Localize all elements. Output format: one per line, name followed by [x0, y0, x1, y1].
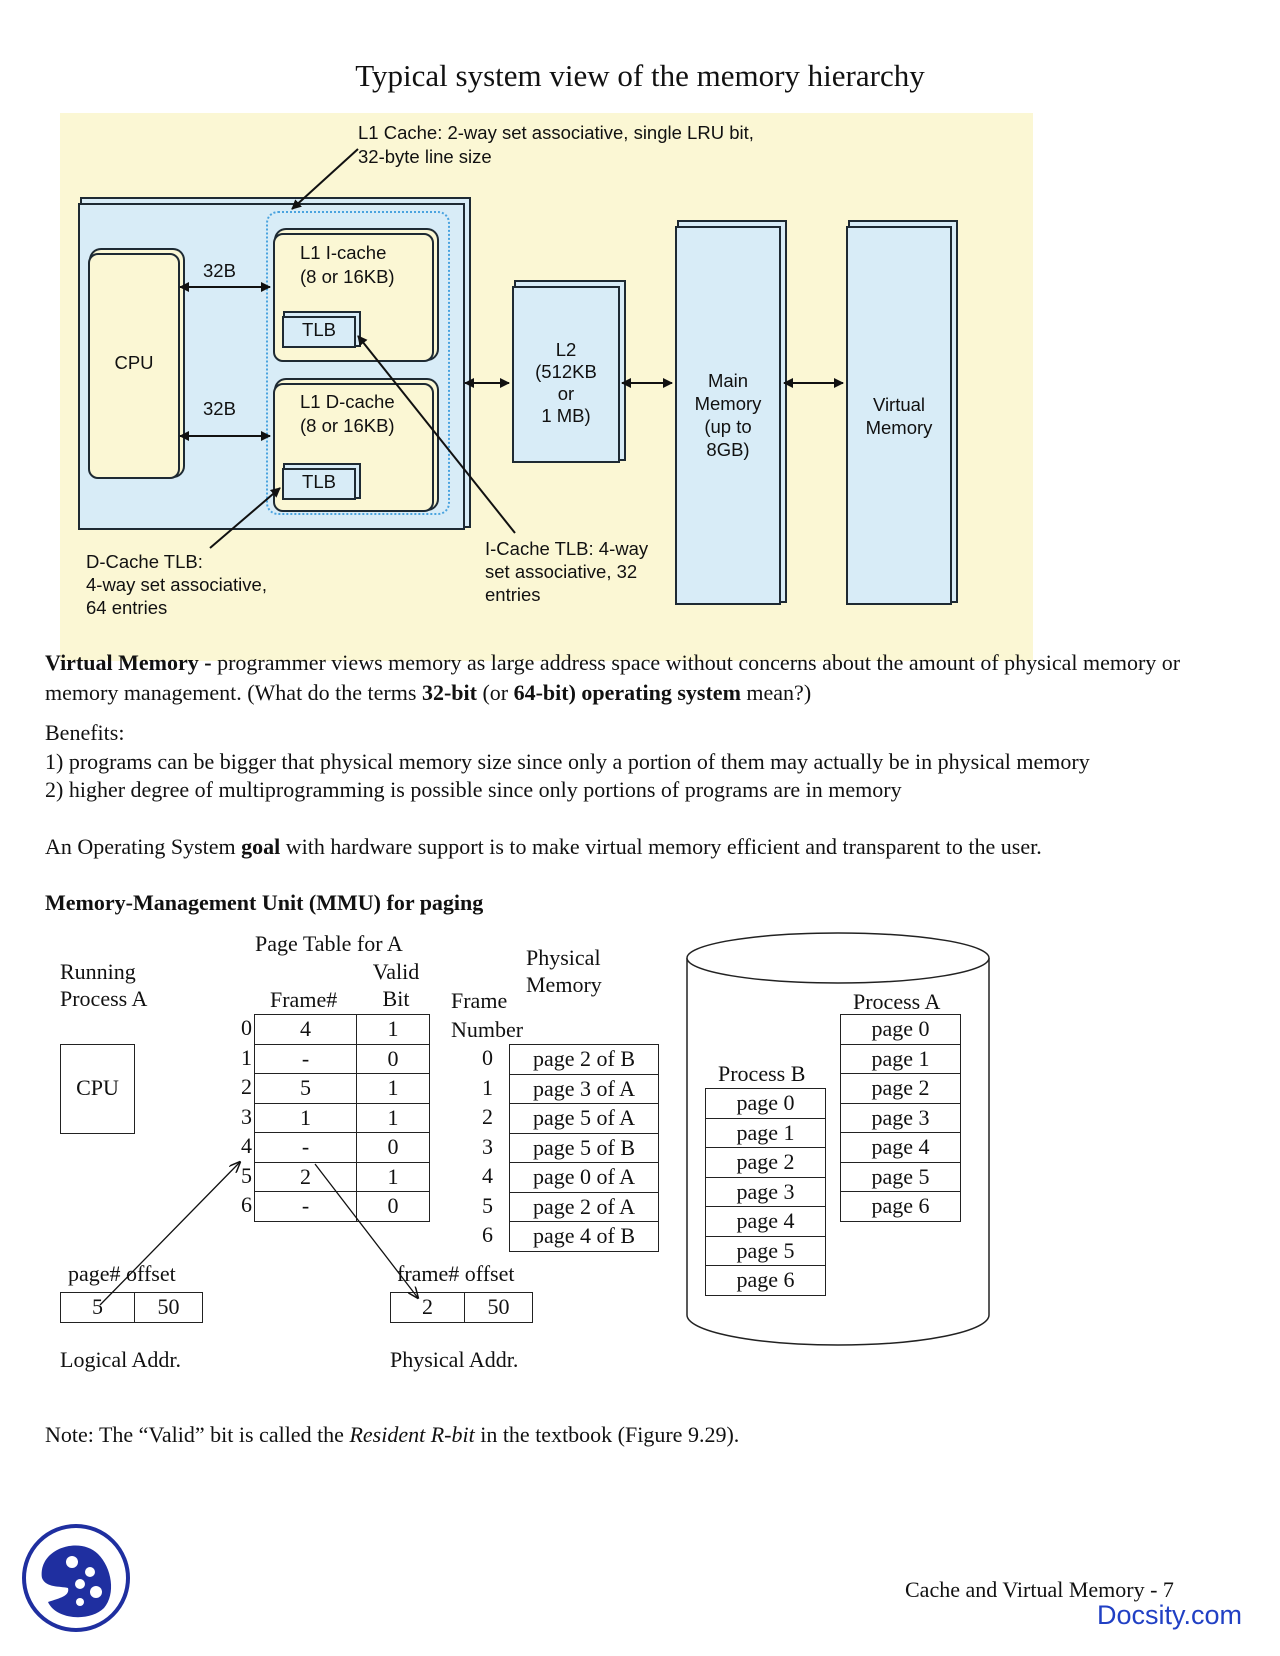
memory-hierarchy-diagram: CPU L1 I-cache(8 or 16KB) TLB L1 D-cache… — [60, 113, 1033, 661]
benefit-1: 1) programs can be bigger that physical … — [45, 749, 1090, 774]
cpu-label: CPU — [114, 352, 154, 373]
page-lookup-arrow — [99, 1162, 240, 1306]
frame-col-header: Frame# — [270, 987, 338, 1012]
dcache-tlb-callout: D-Cache TLB:4-way set associative,64 ent… — [86, 551, 267, 618]
physical-offset-cell: 50 — [464, 1292, 533, 1323]
page-table-index: 1 — [241, 1044, 252, 1070]
disk-page-slot: page 2 — [840, 1073, 961, 1104]
logical-addr-label: Logical Addr. — [60, 1347, 181, 1372]
disk-page-slot: page 1 — [840, 1043, 961, 1074]
page-table-valid-cell: 1 — [356, 1102, 430, 1133]
dcache-tlb-callout-arrow — [209, 487, 281, 549]
physical-frame-slot: page 4 of B — [509, 1221, 659, 1252]
page-footer-label: Cache and Virtual Memory - 7 — [905, 1577, 1174, 1602]
benefits-heading: Benefits: — [45, 720, 125, 745]
icache-tlb-callout-arrow — [357, 335, 516, 534]
frame-index: 2 — [482, 1104, 493, 1129]
virtual-memory-paragraph: Virtual Memory - programmer views memory… — [45, 650, 1181, 705]
physical-addr-label: Physical Addr. — [390, 1347, 519, 1372]
page-table-index: 6 — [241, 1192, 252, 1217]
disk-page-slot: page 5 — [705, 1235, 826, 1266]
page-table-valid-cell: 0 — [356, 1191, 430, 1222]
mmu-heading: Memory-Management Unit (MMU) for paging — [45, 890, 484, 915]
virtual-memory-box — [846, 226, 952, 605]
l1-cache-region — [266, 211, 450, 515]
physical-frame-slot: page 5 of B — [509, 1132, 659, 1163]
frame-index: 0 — [482, 1045, 493, 1070]
page-table-index: 2 — [241, 1074, 252, 1099]
frame-output-arrow — [314, 1163, 418, 1298]
main-memory-box — [675, 226, 781, 605]
disk-page-slot: page 6 — [840, 1191, 961, 1222]
physical-addr-header: frame# offset — [397, 1261, 515, 1286]
mmu-arrows — [99, 930, 700, 1306]
page-table-index: 4 — [241, 1133, 252, 1158]
dtlb-box: TLB — [282, 468, 356, 500]
physical-frame-slot: page 3 of A — [509, 1073, 659, 1104]
docsity-logo-icon — [22, 1524, 130, 1632]
itlb-box: TLB — [282, 316, 356, 348]
disk-page-slot: page 5 — [840, 1161, 961, 1192]
cpu-box — [88, 253, 180, 479]
process-b-label: Process B — [718, 1061, 806, 1086]
page-table-index: 0 — [241, 1015, 252, 1040]
process-a-label: Process A — [853, 989, 941, 1014]
physical-frame-slot: page 0 of A — [509, 1162, 659, 1193]
disk-page-slot: page 0 — [705, 1088, 826, 1119]
l1-icache-label: L1 I-cache(8 or 16KB) — [300, 242, 395, 287]
physical-frame-cell: 2 — [390, 1292, 465, 1323]
page-title: Typical system view of the memory hierar… — [355, 58, 925, 93]
disk-page-slot: page 2 — [705, 1147, 826, 1178]
disk-page-slot: page 0 — [840, 1014, 961, 1045]
page-table-valid-cell: 1 — [356, 1073, 430, 1104]
frame-index: 5 — [482, 1192, 493, 1218]
disk-page-slot: page 3 — [705, 1176, 826, 1207]
page-table-index: 3 — [241, 1103, 252, 1129]
l2-box — [512, 286, 620, 463]
frame-index: 4 — [482, 1163, 493, 1188]
page-table-index: 5 — [241, 1162, 252, 1188]
mmu-cpu-box: CPU — [60, 1044, 135, 1134]
frame-index: 3 — [482, 1133, 493, 1159]
valid-bit-note: Note: The “Valid” bit is called the Resi… — [45, 1422, 740, 1447]
l1-cache-callout: L1 Cache: 2-way set associative, single … — [358, 122, 754, 167]
disk-page-slot: page 1 — [705, 1117, 826, 1148]
frame-index: 6 — [482, 1222, 493, 1247]
page-table-title: Page Table for A — [255, 931, 403, 956]
disk-page-slot: page 3 — [840, 1102, 961, 1133]
disk-page-slot: page 4 — [705, 1206, 826, 1237]
physical-frame-slot: page 2 of A — [509, 1191, 659, 1222]
bus-label-top: 32B — [203, 260, 236, 281]
l1-dcache-label: L1 D-cache(8 or 16KB) — [300, 391, 395, 436]
page-table-valid-cell: 0 — [356, 1043, 430, 1074]
page-table-valid-cell: 1 — [356, 1014, 430, 1045]
bus-label-bottom: 32B — [203, 398, 236, 419]
benefit-2: 2) higher degree of multiprogramming is … — [45, 777, 902, 802]
l1-callout-arrow — [291, 148, 359, 210]
disk-page-slot: page 4 — [840, 1132, 961, 1163]
logical-offset-cell: 50 — [134, 1292, 203, 1323]
disk-page-slot: page 6 — [705, 1265, 826, 1296]
diagram-arrows — [179, 148, 844, 549]
os-goal-paragraph: An Operating System goal with hardware s… — [45, 834, 1042, 859]
logical-page-cell: 5 — [60, 1292, 135, 1323]
frame-index: 1 — [482, 1074, 493, 1100]
docsity-brand: Docsity.com — [1097, 1600, 1243, 1630]
